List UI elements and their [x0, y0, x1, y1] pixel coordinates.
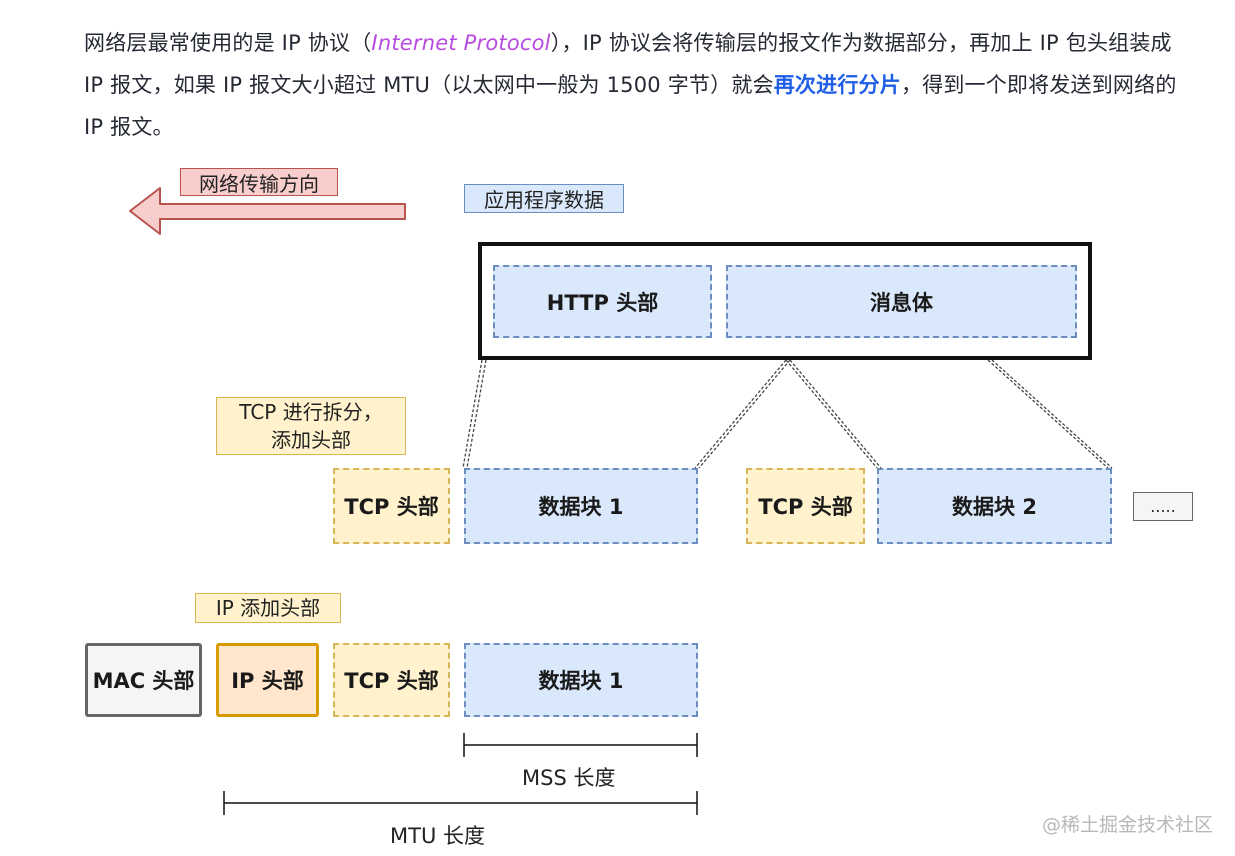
paragraph-text-2: ），IP 协议会将传输层的报文作为数据部分，再加上 IP 包头组装成 IP 报文… [84, 31, 1172, 97]
paragraph-text-1: 网络层最常使用的是 IP 协议（ [84, 31, 372, 55]
paragraph-text-3: ，得到一个即将发送到网络的 IP 报文。 [84, 73, 1177, 139]
data-block-2-box: 数据块 2 [877, 468, 1112, 544]
paragraph-emphasis: Internet Protocol [371, 31, 551, 55]
tcp-header-box-2: TCP 头部 [746, 468, 865, 544]
mss-length-label: MSS 长度 [522, 766, 616, 790]
mtu-measure-line [223, 791, 698, 815]
data-block-1-box-ip: 数据块 1 [464, 643, 698, 717]
tcp-split-label-line1: TCP 进行拆分， [239, 400, 383, 424]
mss-measure-line [463, 733, 698, 757]
direction-label: 网络传输方向 [180, 168, 338, 196]
ip-add-header-label: IP 添加头部 [195, 593, 341, 623]
ip-header-box: IP 头部 [216, 643, 319, 717]
http-header-box: HTTP 头部 [493, 265, 712, 338]
direction-arrow-icon [129, 187, 406, 235]
mac-header-box: MAC 头部 [85, 643, 202, 717]
intro-paragraph: 网络层最常使用的是 IP 协议（Internet Protocol），IP 协议… [84, 22, 1194, 148]
more-blocks-box: ..... [1133, 492, 1193, 521]
watermark: @稀土掘金技术社区 [1041, 814, 1213, 836]
tcp-split-label: TCP 进行拆分， 添加头部 [216, 397, 406, 455]
data-block-1-box: 数据块 1 [464, 468, 698, 544]
tcp-header-box-3: TCP 头部 [333, 643, 450, 717]
tcp-header-box-1: TCP 头部 [333, 468, 450, 544]
app-data-label: 应用程序数据 [464, 184, 624, 213]
message-body-box: 消息体 [726, 265, 1077, 338]
split-connectors [462, 359, 1113, 469]
paragraph-strong: 再次进行分片 [773, 73, 901, 97]
mtu-length-label: MTU 长度 [390, 824, 485, 848]
tcp-split-label-line2: 添加头部 [271, 428, 351, 452]
